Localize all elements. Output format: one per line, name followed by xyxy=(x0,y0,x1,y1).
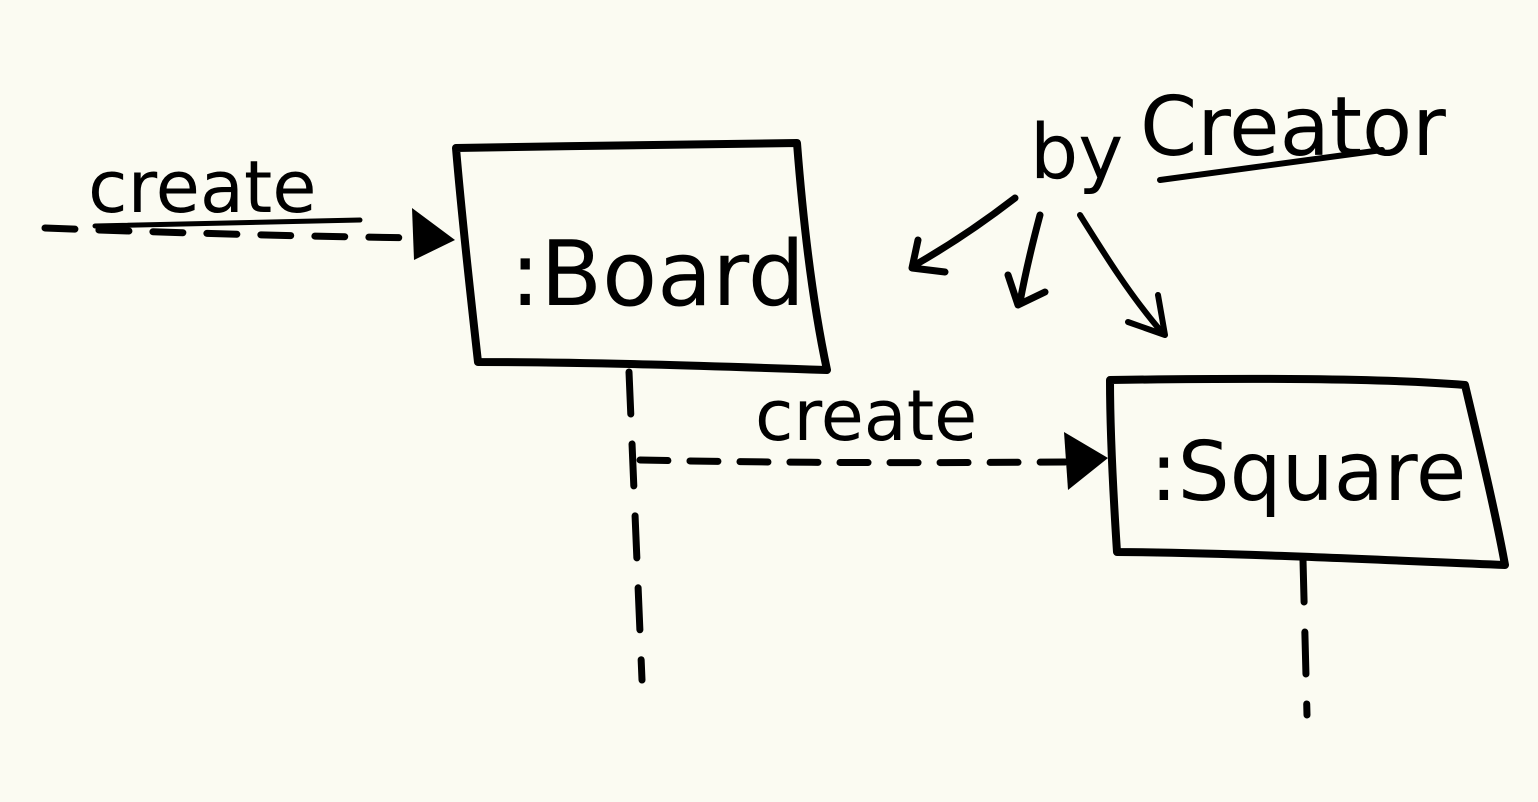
creator-arrow-to-board xyxy=(911,194,1019,269)
creator-arrow-to-message-head xyxy=(1004,271,1049,309)
creator-arrow-to-square xyxy=(1077,212,1163,333)
create-message-board-square-arrowhead xyxy=(1064,432,1108,490)
create-message-in: create xyxy=(41,145,455,260)
creator-pattern-note: by Creator xyxy=(908,80,1446,338)
creator-underline xyxy=(1157,147,1385,183)
square-object-label: :Square xyxy=(1150,425,1466,520)
create-message-in-label: create xyxy=(88,145,317,229)
creator-arrow-to-message xyxy=(1016,211,1044,306)
creator-arrow-to-board-head xyxy=(908,236,949,276)
board-object: :Board xyxy=(452,139,831,374)
square-object: :Square xyxy=(1106,374,1509,569)
board-lifeline xyxy=(625,368,646,684)
create-message-board-square: create xyxy=(636,375,1108,490)
create-message-in-arrowhead xyxy=(412,208,455,260)
board-object-label: :Board xyxy=(510,222,805,327)
square-lifeline xyxy=(1299,556,1311,719)
create-message-board-square-label: create xyxy=(755,375,977,457)
creator-arrow-to-square-head xyxy=(1125,292,1168,338)
creator-note-prefix: by xyxy=(1030,107,1123,196)
create-label-underline xyxy=(92,217,363,229)
